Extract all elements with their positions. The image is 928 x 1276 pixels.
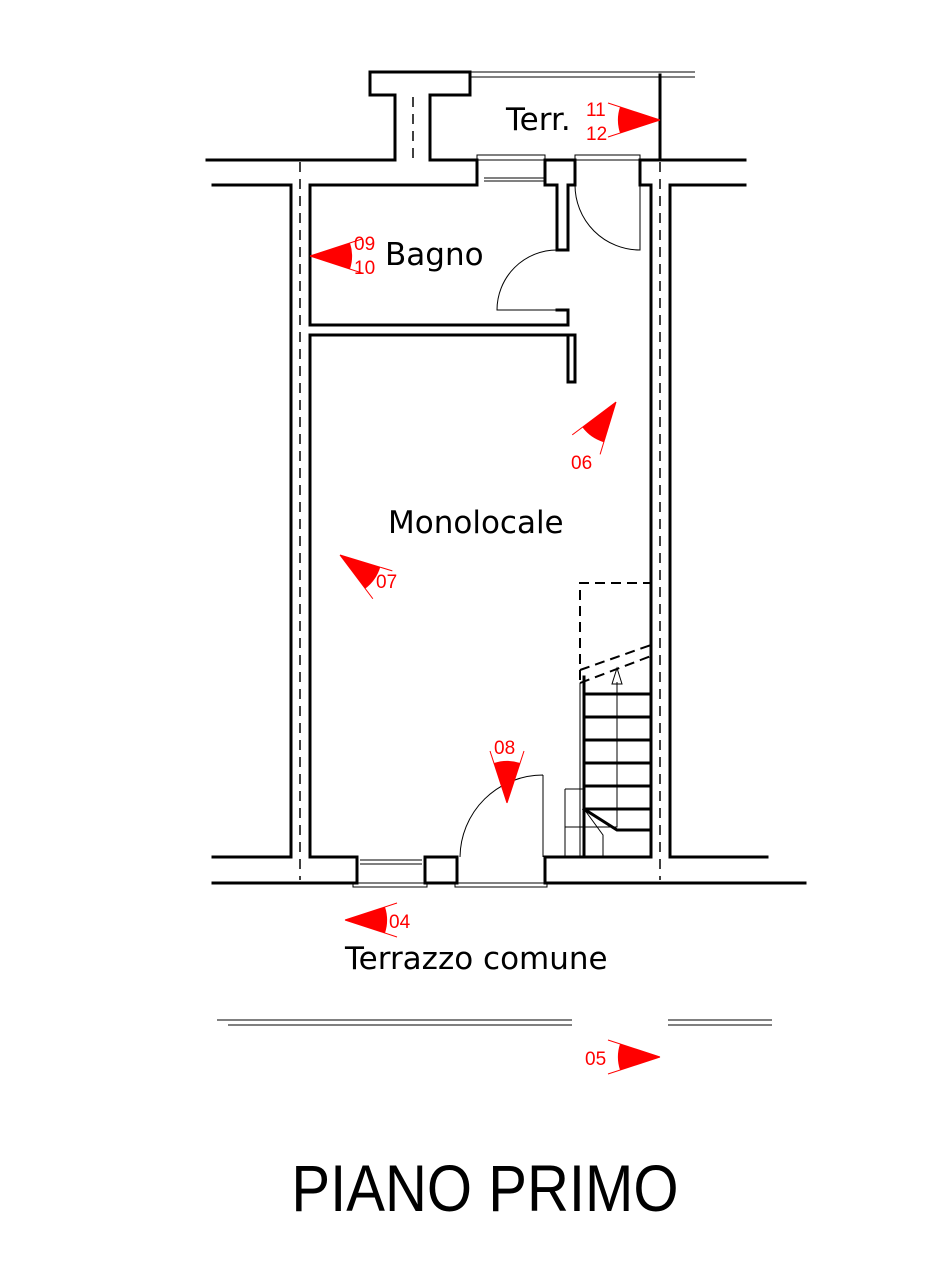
- camera-marker-11-12: 11 12: [586, 100, 661, 145]
- marker-label: 10: [354, 258, 375, 279]
- marker-label: 12: [586, 124, 607, 145]
- marker-label: 09: [354, 234, 375, 255]
- room-label-common-terrace: Terrazzo comune: [344, 941, 608, 977]
- room-label-terrace: Terr.: [505, 102, 571, 138]
- marker-label: 05: [585, 1049, 606, 1070]
- walls: [205, 70, 807, 1026]
- camera-marker-06: 06: [571, 391, 631, 474]
- marker-label: 06: [571, 453, 592, 474]
- room-label-bathroom: Bagno: [385, 237, 484, 273]
- marker-label: 04: [389, 912, 411, 933]
- marker-label: 08: [494, 738, 515, 759]
- room-label-studio: Monolocale: [388, 505, 564, 541]
- camera-marker-09-10: 09 10: [309, 234, 375, 279]
- camera-marker-07: 07: [329, 540, 397, 600]
- camera-marker-05: 05: [585, 1039, 661, 1075]
- marker-label: 07: [376, 572, 397, 593]
- marker-label: 11: [586, 100, 606, 121]
- staircase: [564, 582, 653, 859]
- camera-marker-04: 04: [344, 902, 411, 938]
- camera-marker-08: 08: [489, 738, 525, 804]
- floor-title: PIANO PRIMO: [291, 1153, 678, 1226]
